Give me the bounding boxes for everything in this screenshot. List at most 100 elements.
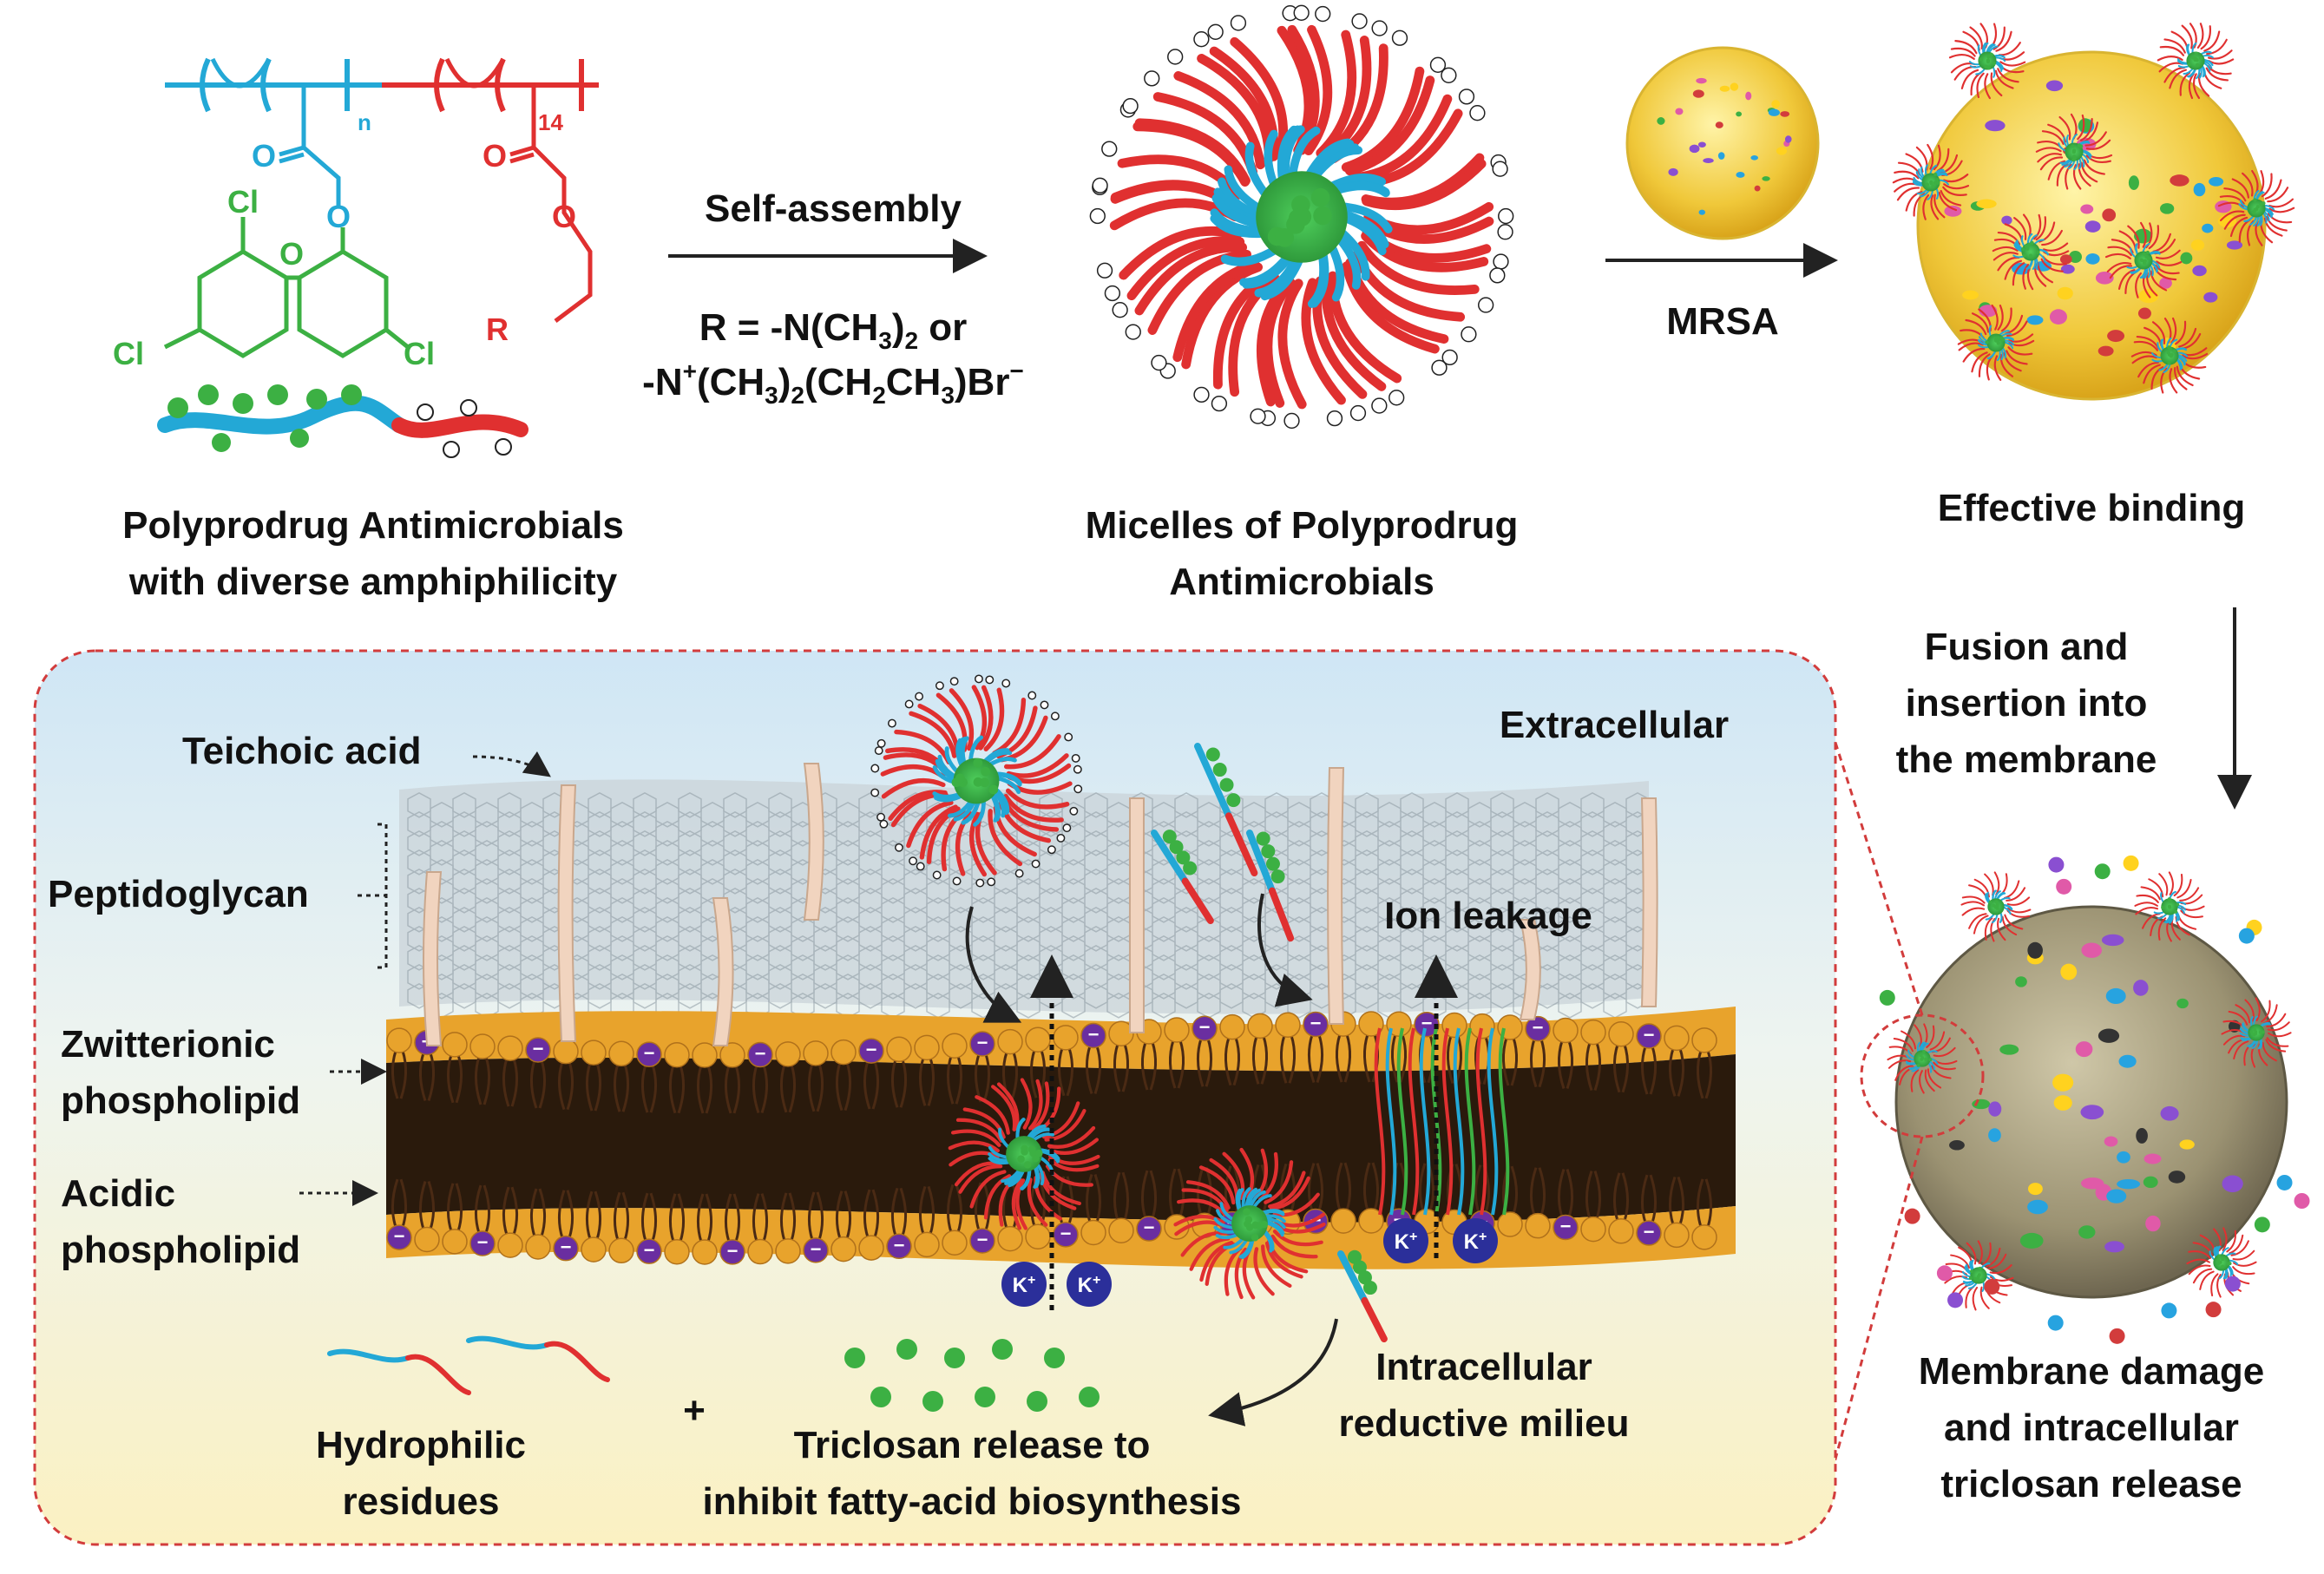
small-cell-granule: [1730, 82, 1739, 91]
damaged-cell-granule: [2145, 1215, 2161, 1232]
r-definition-line2: -N+(CH3)2(CH2CH3)Br−: [642, 357, 1024, 409]
teichoic-acid-rod: [1128, 797, 1146, 1033]
ester-o-2: O: [552, 199, 576, 234]
zwitterionic-head-group: [1608, 1021, 1634, 1047]
zwitterionic-head-group: [664, 1238, 690, 1265]
bound-cell-granule: [2180, 252, 2193, 265]
svg-text:−: −: [894, 1234, 905, 1256]
chlorine-1: Cl: [227, 184, 259, 220]
released-granule: [1936, 1265, 1953, 1282]
zwitterionic-head-group: [497, 1035, 523, 1061]
pore-polymer-strand: [1498, 1027, 1510, 1216]
released-granule: [2294, 1193, 2310, 1210]
zwitterionic-head-group: [1580, 1216, 1606, 1243]
damaged-cell-granule: [2053, 1095, 2072, 1111]
small-cell-granule: [1719, 85, 1730, 92]
damaged-cell-granule: [2015, 976, 2027, 987]
svg-text:−: −: [561, 1236, 572, 1258]
svg-text:−: −: [644, 1042, 655, 1064]
bound-cell-granule: [2078, 118, 2092, 133]
acidic-head-group: [886, 1233, 912, 1260]
svg-text:−: −: [477, 1231, 489, 1253]
svg-text:K+: K+: [1078, 1273, 1101, 1297]
triclosan-molecule: [1044, 1348, 1065, 1368]
svg-text:K+: K+: [1464, 1230, 1487, 1254]
r-definition-line1: R = -N(CH3)2 or: [699, 306, 968, 354]
peptidoglycan-label: Peptidoglycan: [48, 873, 309, 915]
acidic-head-group: [969, 1031, 995, 1057]
fusion-label-line1: Fusion and: [1925, 626, 2129, 668]
damaged-cell-granule: [2179, 1139, 2195, 1150]
triclosan-label-line1: Triclosan release to: [794, 1424, 1151, 1466]
pore-polymer-strand: [1430, 1027, 1442, 1216]
zwitterionic-head-group: [1275, 1012, 1301, 1039]
ester-o-1: O: [326, 199, 351, 234]
bound-mrsa-cell: [1892, 23, 2295, 401]
insertion-arrow-2: [1257, 893, 1313, 1007]
zwitterionic-head-group: [1358, 1011, 1384, 1037]
damaged-micelle: [1960, 871, 2032, 942]
teichoic-acid-rod: [1327, 767, 1345, 1025]
triclosan-molecule: [944, 1348, 965, 1368]
bound-micelle: [2130, 317, 2209, 394]
damaged-cell-granule: [2081, 1177, 2104, 1190]
bound-cell-granule: [2026, 315, 2044, 325]
released-granule: [2276, 1174, 2293, 1190]
bound-cell-granule: [2202, 223, 2214, 233]
potassium-ion-2: K+: [1067, 1262, 1112, 1307]
svg-text:−: −: [866, 1039, 877, 1060]
zwitterionic-head-group: [1080, 1219, 1106, 1246]
bound-cell-granule: [2192, 265, 2207, 277]
acidic-head-group: [969, 1228, 995, 1254]
hydrophilic-label-line1: Hydrophilic: [316, 1424, 526, 1466]
potassium-ion-1: K+: [1001, 1262, 1047, 1307]
zwitterionic-head-group: [581, 1039, 607, 1066]
small-cell-granule: [1784, 135, 1792, 143]
damaged-cell-granule: [2176, 998, 2189, 1009]
damaged-cell-granule: [2104, 1241, 2124, 1253]
acidic-label-line1: Acidic: [61, 1172, 175, 1215]
small-cell-granule: [1745, 91, 1752, 101]
zwitterionic-head-group: [1664, 1222, 1690, 1249]
damaged-cell-granule: [2060, 963, 2078, 980]
hydrophilic-label-line2: residues: [343, 1480, 500, 1523]
damaged-cell-granule: [2117, 1151, 2130, 1164]
zwitterionic-head-group: [692, 1239, 718, 1265]
released-granule: [2205, 1302, 2222, 1318]
damaged-cell-granule: [2118, 1054, 2137, 1068]
zwitterionic-head-group: [608, 1040, 634, 1067]
pore-polymer-strand: [1464, 1027, 1476, 1216]
zwitterionic-head-group: [442, 1229, 468, 1255]
svg-text:−: −: [977, 1032, 988, 1053]
bound-cell-granule: [2170, 174, 2189, 187]
damaged-cell-granule: [1949, 1140, 1965, 1151]
pore-polymer-strand: [1374, 1027, 1386, 1216]
damaged-cell-granule: [2098, 1028, 2120, 1043]
mrsa-cell-small: [1625, 46, 1820, 240]
damaged-cell-granule: [2222, 1175, 2243, 1193]
released-granule: [1879, 989, 1895, 1006]
zwitterionic-head-group: [719, 1042, 745, 1068]
bound-cell-granule: [1962, 290, 1979, 300]
pore-polymer-strand: [1487, 1027, 1499, 1216]
bound-micelle: [2104, 221, 2183, 298]
bound-cell-granule: [1944, 205, 1962, 217]
bound-cell-granule: [2057, 286, 2073, 300]
chlorine-2: Cl: [113, 336, 144, 371]
ether-o: O: [279, 236, 304, 272]
membrane-panel: −−−−−−−−−−−− −−−−−−−−−−−−−−−− K+ K+ K+: [33, 649, 1837, 1546]
zwitterionic-head-group: [1108, 1020, 1134, 1046]
pore-polymer-strand: [1385, 1027, 1397, 1216]
svg-text:−: −: [394, 1225, 405, 1247]
zwitterionic-head-group: [1580, 1019, 1606, 1046]
zwitterionic-head-group: [1330, 1208, 1356, 1234]
acidic-head-group: [1192, 1015, 1218, 1041]
polymer-chain: [1151, 830, 1214, 924]
zoom-guide-bottom: [1829, 1136, 1924, 1476]
zwitterionic-head-group: [803, 1040, 829, 1066]
acidic-head-group: [858, 1038, 884, 1064]
bound-cell-granule: [2209, 176, 2224, 187]
bound-cell-granule: [2045, 80, 2064, 92]
teichoic-acid-rod: [557, 784, 577, 1042]
